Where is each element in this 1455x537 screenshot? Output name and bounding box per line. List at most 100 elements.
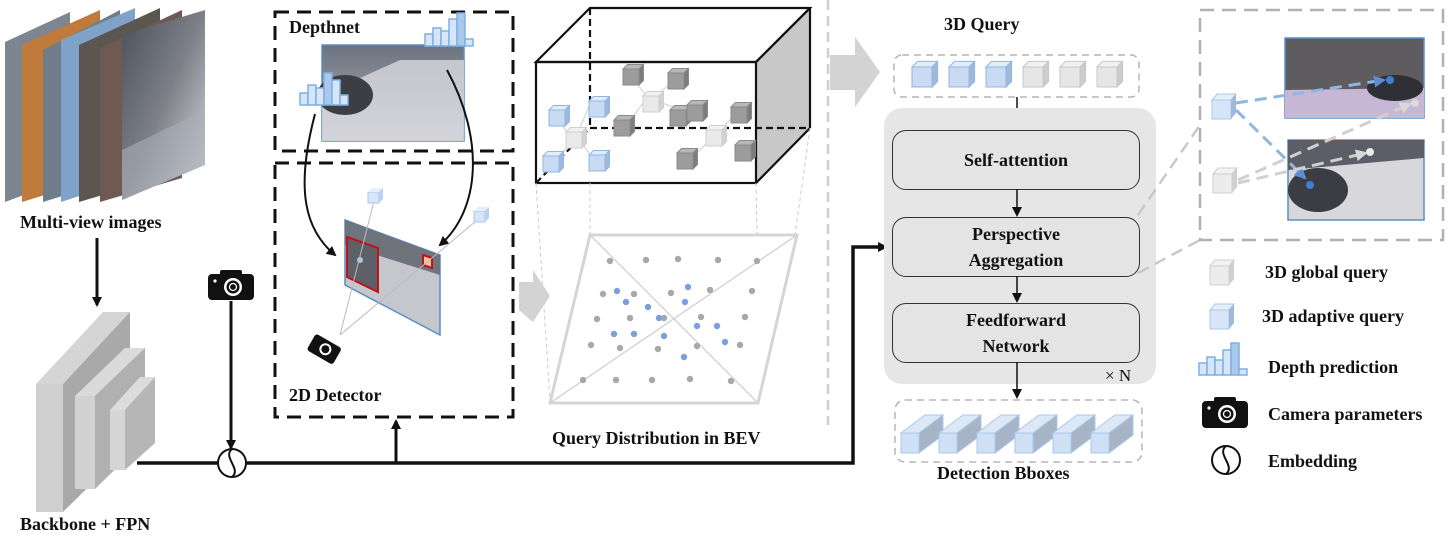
backbone-blocks — [36, 312, 155, 512]
perspective-aggregation-block: Perspective Aggregation — [892, 217, 1140, 277]
bev-adaptive-dot — [693, 322, 701, 330]
depth-to-detector-arrow-left — [303, 113, 337, 257]
depthnet-label: Depthnet — [289, 17, 360, 37]
global-query-cube — [666, 67, 690, 91]
adaptive-query-cube — [547, 104, 571, 128]
arrow-bev-to-query — [830, 37, 880, 107]
bev-global-dot — [587, 341, 595, 349]
bev-global-dot — [674, 255, 682, 263]
bev-adaptive-dot — [622, 298, 630, 306]
2d-detector-box — [273, 161, 515, 419]
3d-query-row — [910, 60, 1124, 89]
detection-bbox — [1013, 414, 1059, 454]
arrow-detector-to-bev — [519, 270, 550, 322]
adaptive-query-cube — [541, 150, 565, 174]
detection-bboxes-label: Detection Bboxes — [937, 463, 1070, 483]
depth-histogram-right — [424, 12, 474, 47]
detection-bbox — [1051, 414, 1097, 454]
multi-view-images-label: Multi-view images — [20, 212, 162, 232]
detection-bboxes-row — [899, 414, 1135, 454]
perspective-zoom-lines — [1136, 124, 1202, 275]
inset-image-bottom — [1287, 139, 1425, 221]
bev-global-dot — [660, 314, 668, 322]
bev-global-dot — [626, 314, 634, 322]
ghost-query-cube — [564, 126, 588, 150]
embedding-legend-icon — [1211, 445, 1241, 475]
bev-adaptive-dot — [655, 314, 663, 322]
bev-global-dot — [612, 376, 620, 384]
detection-bbox — [899, 414, 945, 454]
multi-view-images-stack — [5, 8, 205, 202]
global-query-cube — [733, 139, 757, 163]
bev-global-dot — [599, 290, 607, 298]
bev-adaptive-dot — [713, 322, 721, 330]
legend-label-global-query: 3D global query — [1265, 262, 1389, 282]
feature-flow-line — [137, 242, 888, 465]
bev-global-dot — [697, 313, 705, 321]
adaptive-query-cube — [984, 60, 1013, 89]
detection-bbox — [975, 414, 1021, 454]
legend-label-embedding: Embedding — [1268, 451, 1358, 471]
bev-global-dot — [642, 256, 650, 264]
bev-adaptive-dot — [610, 330, 618, 338]
3d-query-title: 3D Query — [944, 14, 1020, 34]
bev-adaptive-dot — [630, 330, 638, 338]
camera-icon — [208, 270, 254, 300]
detector-projection-rays — [339, 196, 483, 336]
detection-bboxes-container — [894, 399, 1143, 463]
depth-histogram-icon — [1198, 342, 1248, 376]
bev-adaptive-dot — [680, 353, 688, 361]
global-query-cube — [621, 63, 645, 87]
global-query-cube — [685, 99, 709, 123]
global-query-cube — [1021, 60, 1050, 89]
bev-global-dot — [667, 289, 675, 297]
embedding-icon — [217, 448, 247, 478]
perspective-aggregation-line2: Aggregation — [968, 250, 1064, 270]
global-query-cube — [1095, 60, 1124, 89]
bev-global-dot — [714, 256, 722, 264]
perspective-aggregation-line1: Perspective — [972, 224, 1060, 244]
bev-adaptive-dot — [644, 303, 652, 311]
bev-global-dot — [648, 376, 656, 384]
detector-adaptive-cube-1 — [367, 188, 383, 204]
detector-adaptive-cube-2 — [473, 207, 489, 223]
legend-label-camera-parameters: Camera parameters — [1268, 404, 1423, 424]
inset-sampling-arrows — [1234, 75, 1412, 185]
camera-legend-icon — [1202, 397, 1248, 428]
self-attention-block: Self-attention — [892, 130, 1140, 190]
3d-query-container — [893, 54, 1140, 98]
depthnet-box — [273, 10, 515, 153]
feedforward-line1: Feedforward — [966, 310, 1066, 330]
bev-label: Query Distribution in BEV — [552, 428, 761, 448]
adaptive-query-cube — [587, 95, 611, 119]
global-query-cube-icon — [1208, 259, 1236, 286]
bev-global-dot — [693, 342, 701, 350]
bev-global-dot — [579, 376, 587, 384]
detection-bbox — [937, 414, 983, 454]
adaptive-query-cube — [587, 149, 611, 173]
depth-histogram-left — [299, 72, 349, 106]
ghost-query-cube — [641, 90, 665, 114]
bev-global-dot — [748, 287, 756, 295]
inset-adaptive-cube — [1210, 93, 1238, 120]
repeat-n-label: × N — [1105, 366, 1132, 385]
3d-query-cubes — [541, 63, 757, 174]
bev-adaptive-dot — [721, 338, 729, 346]
bev-query-dots — [579, 255, 761, 385]
bev-global-dot — [606, 257, 614, 265]
global-query-cube — [675, 147, 699, 171]
legend-label-depth-prediction: Depth prediction — [1268, 357, 1399, 377]
bev-global-dot — [686, 375, 694, 383]
ghost-query-cube — [704, 124, 728, 148]
bev-global-dot — [616, 344, 624, 352]
feedforward-line2: Network — [982, 336, 1050, 356]
bev-global-dot — [706, 286, 714, 294]
global-query-cube — [1058, 60, 1087, 89]
bev-global-dot — [753, 257, 761, 265]
bev-global-dot — [630, 290, 638, 298]
adaptive-query-cube — [947, 60, 976, 89]
bev-global-dot — [593, 315, 601, 323]
depth-to-detector-arrow-right — [438, 69, 474, 247]
bev-adaptive-dot — [613, 287, 621, 295]
